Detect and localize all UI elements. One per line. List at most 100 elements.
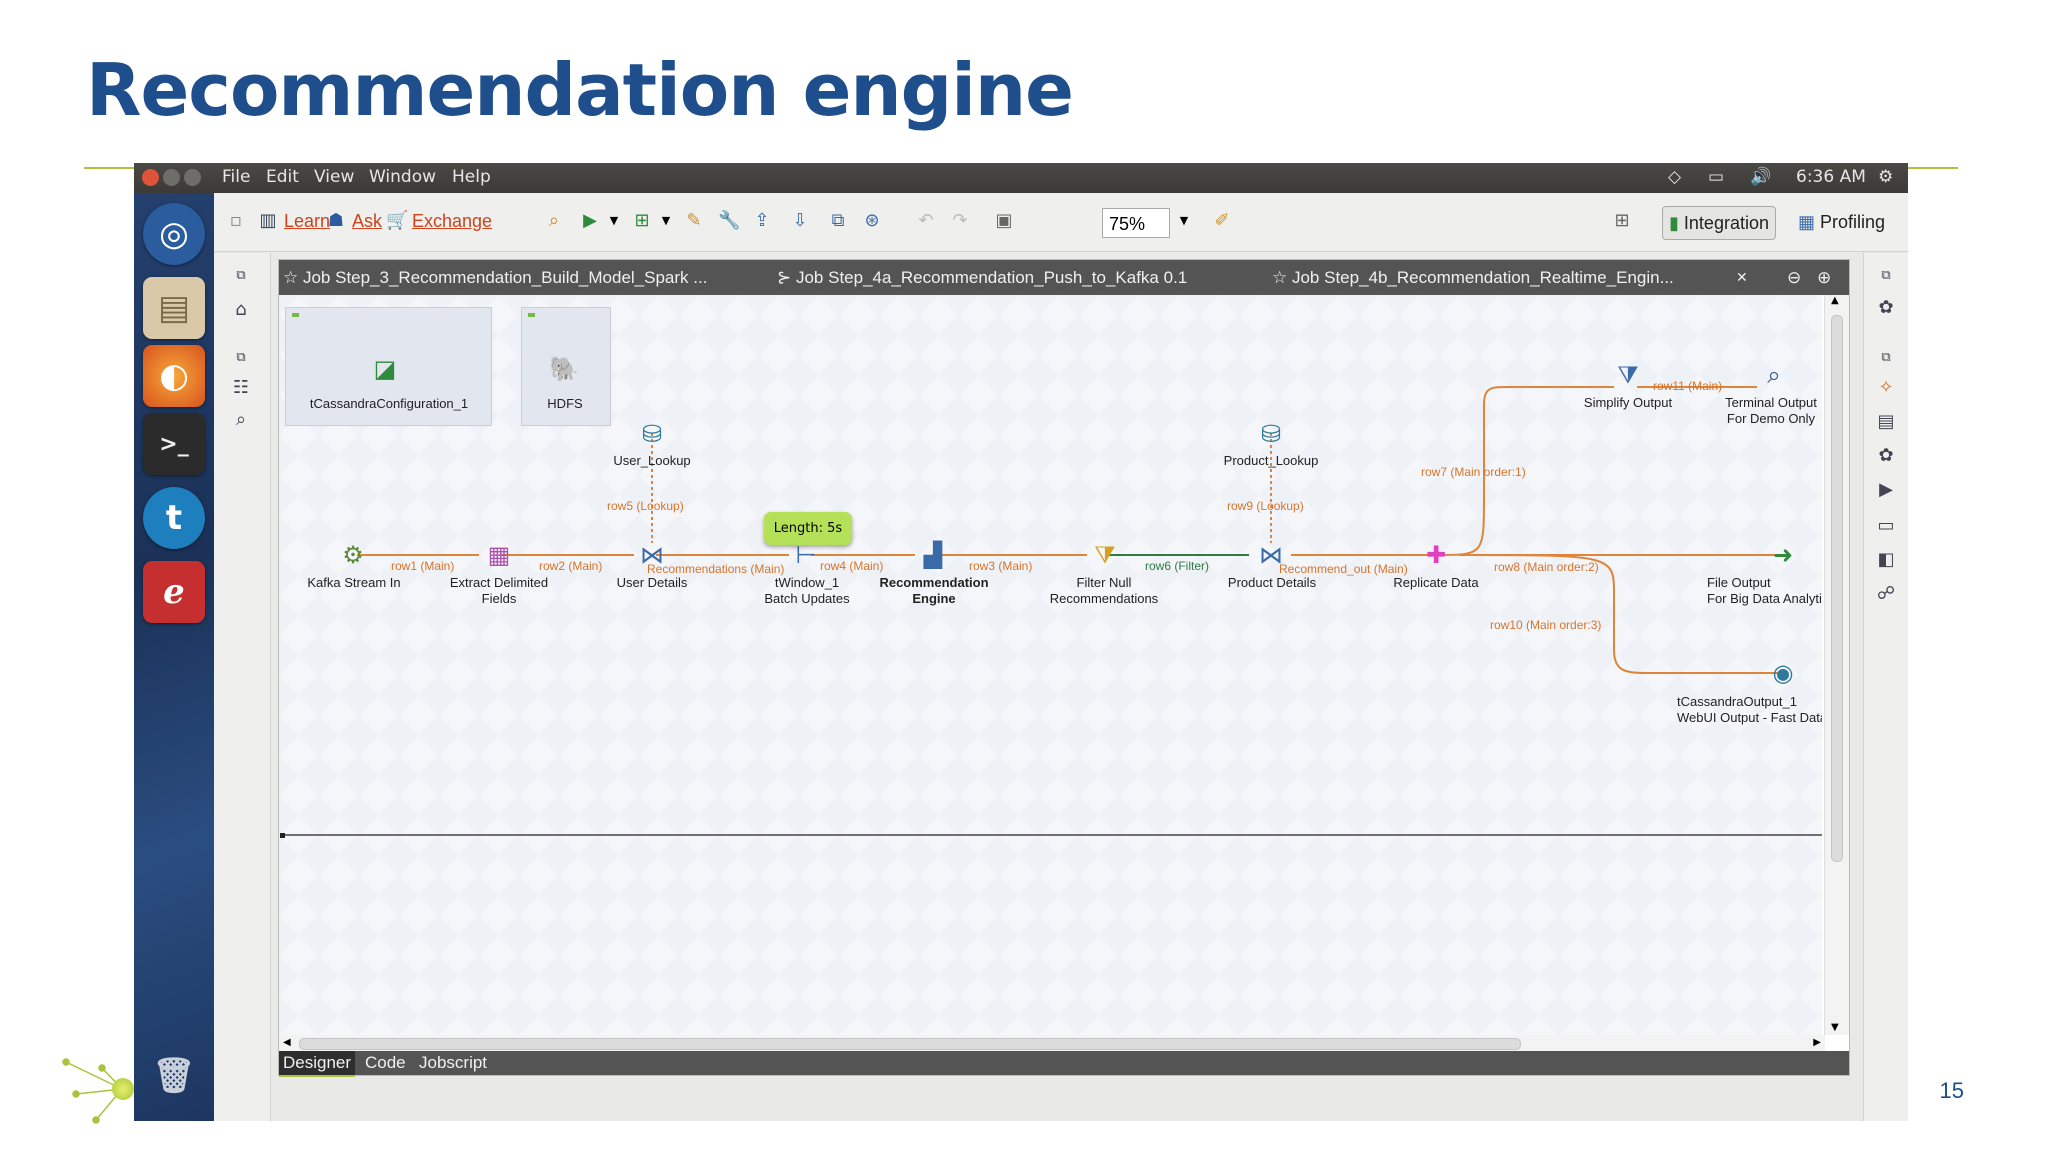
palette-icon[interactable]: ✿	[1878, 297, 1894, 318]
learn-icon[interactable]: ▥	[259, 210, 277, 231]
hierarchy-icon[interactable]: ☍	[1876, 583, 1896, 604]
maximize-editor-icon[interactable]: ⊕	[1817, 268, 1832, 287]
ubuntu-dash-icon[interactable]: ◎	[143, 203, 205, 265]
palette-search-icon[interactable]: ⌕	[235, 409, 247, 430]
close-tab-icon[interactable]: ✕	[1736, 269, 1748, 285]
slide-title: Recommendation engine	[86, 48, 1074, 132]
brush-icon[interactable]: ✐	[1214, 210, 1230, 231]
product-details-component[interactable]: ⋈	[1259, 541, 1283, 569]
search-icon[interactable]: ⌕	[548, 210, 560, 231]
twindow-component[interactable]: ⊢	[795, 541, 817, 569]
redo-icon[interactable]: ↷	[952, 210, 968, 231]
open-perspective-icon[interactable]: ⊞	[1614, 210, 1630, 231]
window-icon[interactable]: ▭	[1877, 515, 1895, 536]
cassandra-output-component[interactable]: ◉	[1772, 659, 1794, 687]
menu-help[interactable]: Help	[452, 167, 491, 187]
files-icon[interactable]: ▤	[143, 277, 205, 339]
properties-icon[interactable]: ▤	[1877, 411, 1895, 432]
scroll-left-arrow[interactable]: ◀	[283, 1037, 291, 1048]
terminal-component[interactable]: ⌕	[1767, 361, 1781, 389]
wrench-icon[interactable]: 🔧	[718, 210, 741, 231]
menu-view[interactable]: View	[314, 167, 355, 187]
cassandra-config-component[interactable]: ◪	[373, 355, 397, 383]
deploy-icon[interactable]: ⧉	[831, 210, 845, 231]
debug-dropdown-icon[interactable]: ▼	[661, 214, 671, 227]
scroll-thumb-horizontal[interactable]	[299, 1038, 1521, 1050]
cassandra-config-box[interactable]	[285, 307, 492, 426]
publish-icon[interactable]: ⊛	[864, 210, 880, 231]
run-icon[interactable]: ▶	[583, 210, 597, 231]
menu-window[interactable]: Window	[369, 167, 437, 187]
hdfs-box[interactable]	[521, 307, 611, 426]
outline-icon[interactable]: ☷	[232, 377, 250, 398]
tab-job-step-4a[interactable]: ⊱ Job Step_4a_Recommendation_Push_to_Kaf…	[777, 260, 1187, 295]
zoom-dropdown-icon[interactable]: ▼	[1179, 214, 1189, 227]
learn-link[interactable]: Learn	[284, 211, 331, 231]
user-lookup-component[interactable]: ⛁	[641, 420, 663, 448]
battery-icon[interactable]: ▭	[1708, 167, 1725, 187]
run-dropdown-icon[interactable]: ▼	[609, 214, 619, 227]
replicate-component[interactable]: ✚	[1425, 541, 1447, 569]
talend-icon[interactable]: t	[143, 487, 205, 549]
menu-edit[interactable]: Edit	[266, 167, 299, 187]
product-lookup-component[interactable]: ⛁	[1260, 420, 1282, 448]
minimize-window-button[interactable]	[163, 169, 180, 186]
kafka-component[interactable]: ⚙	[342, 541, 364, 569]
reco-engine-component[interactable]: ▟	[923, 541, 943, 569]
exchange-link[interactable]: Exchange	[412, 211, 493, 231]
conn-row9-label: row9 (Lookup)	[1227, 499, 1304, 513]
log-icon[interactable]: ◧	[1877, 549, 1895, 570]
tab-code[interactable]: Code	[365, 1053, 406, 1072]
edit-icon[interactable]: ✎	[686, 210, 702, 231]
ask-link[interactable]: Ask	[352, 211, 383, 231]
restore-view-icon-right-2[interactable]: ⧉	[1881, 350, 1891, 365]
exchange-icon[interactable]: 🛒	[386, 210, 409, 231]
run-view-icon[interactable]: ▶	[1879, 479, 1893, 500]
user-details-component[interactable]: ⋈	[640, 541, 664, 569]
component-icon[interactable]: ✧	[1878, 377, 1894, 398]
debug-icon[interactable]: ⊞	[634, 210, 650, 231]
terminal-icon[interactable]: >_	[143, 413, 205, 475]
tab-job-step-4b[interactable]: ☆ Job Step_4b_Recommendation_Realtime_En…	[1272, 260, 1762, 298]
restore-view-icon[interactable]: ⧉	[236, 268, 246, 283]
home-icon[interactable]: ⌂	[235, 299, 247, 320]
wifi-icon[interactable]: ◇	[1668, 167, 1682, 187]
design-canvas[interactable]: ◪ tCassandraConfiguration_1 🐘 HDFS ⛁ Use…	[279, 295, 1822, 1035]
simplify-component[interactable]: ⧩	[1617, 361, 1639, 389]
export-icon[interactable]: ⇪	[754, 210, 770, 231]
clock[interactable]: 6:36 AM	[1796, 167, 1866, 187]
restore-view-icon-2[interactable]: ⧉	[236, 350, 246, 365]
tab-jobscript[interactable]: Jobscript	[419, 1053, 488, 1072]
zoom-field[interactable]: 75%	[1102, 208, 1170, 238]
integration-perspective-button[interactable]: ▮ Integration	[1662, 206, 1776, 240]
scroll-down-arrow[interactable]: ▼	[1831, 1022, 1839, 1033]
profiling-perspective-button[interactable]: ▦ Profiling	[1792, 206, 1891, 238]
extract-component[interactable]: ▦	[487, 541, 511, 569]
palette-icon-2[interactable]: ✿	[1878, 445, 1894, 466]
menu-file[interactable]: File	[222, 167, 251, 187]
document-viewer-icon[interactable]: ℯ	[143, 561, 205, 623]
minimize-editor-icon[interactable]: ⊖	[1787, 268, 1802, 287]
filter-component[interactable]: ⧩	[1094, 541, 1116, 569]
save-icon[interactable]: ▫	[229, 210, 243, 231]
settings-gear-icon[interactable]: ⚙	[1878, 167, 1894, 187]
zoom-fit-icon[interactable]: ▣	[995, 210, 1013, 231]
scroll-up-arrow[interactable]: ▲	[1831, 295, 1839, 306]
horizontal-scrollbar[interactable]: ◀ ▶	[279, 1035, 1825, 1053]
tab-job-step-3[interactable]: ☆ Job Step_3_Recommendation_Build_Model_…	[283, 260, 707, 295]
import-icon[interactable]: ⇩	[792, 210, 808, 231]
scroll-right-arrow[interactable]: ▶	[1813, 1037, 1821, 1048]
ask-icon[interactable]: ☗	[327, 210, 345, 231]
undo-icon[interactable]: ↶	[918, 210, 934, 231]
vertical-scrollbar[interactable]: ▲ ▼	[1824, 295, 1849, 1035]
hdfs-component[interactable]: 🐘	[549, 355, 579, 383]
close-window-button[interactable]	[142, 169, 159, 186]
maximize-window-button[interactable]	[184, 169, 201, 186]
scroll-thumb-vertical[interactable]	[1831, 315, 1843, 862]
file-output-component[interactable]: ➜	[1772, 541, 1794, 569]
firefox-icon[interactable]: ◐	[143, 345, 205, 407]
restore-view-icon-right[interactable]: ⧉	[1881, 268, 1891, 283]
trash-icon[interactable]: 🗑	[152, 1056, 196, 1096]
volume-icon[interactable]: 🔊	[1750, 167, 1772, 187]
tab-designer[interactable]: Designer	[279, 1051, 356, 1077]
